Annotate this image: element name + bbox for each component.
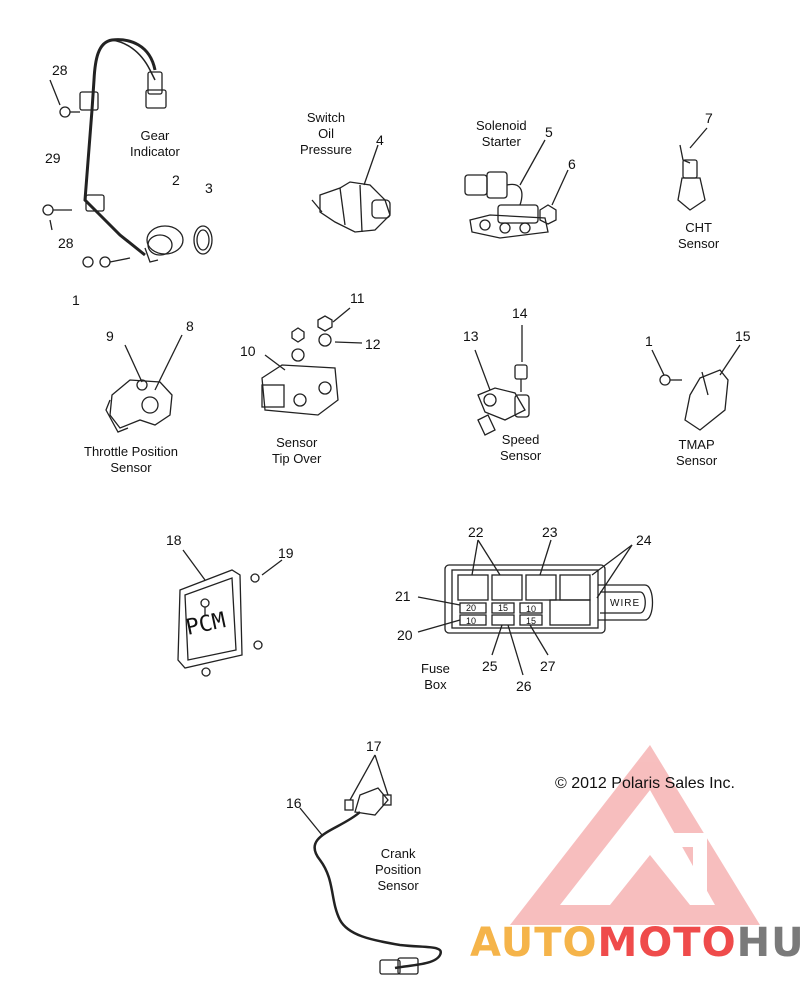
cht-sensor-drawing: [677, 127, 708, 211]
callout-20: 20: [397, 627, 413, 643]
pcm-marking: PCM: [183, 608, 228, 641]
callout-22: 22: [468, 524, 484, 540]
callout-27: 27: [540, 658, 556, 674]
callout-1-tmap: 1: [645, 333, 653, 349]
callout-28-top: 28: [52, 62, 68, 78]
callout-15: 15: [735, 328, 751, 344]
callout-23: 23: [542, 524, 558, 540]
oil-pressure-switch-drawing: [311, 144, 391, 233]
fuse-15b-mark: 15: [526, 616, 537, 626]
callout-25: 25: [482, 658, 498, 674]
callout-9: 9: [106, 328, 114, 344]
callout-5: 5: [545, 124, 553, 140]
callout-24: 24: [636, 532, 652, 548]
wire-mark: WIRE: [610, 598, 641, 609]
fuse-10b-mark: 10: [526, 604, 537, 614]
watermark-brand: AUTOMOTOHUB: [470, 920, 800, 966]
tmap-sensor-drawing: [651, 344, 741, 431]
speed-sensor-drawing: [474, 325, 530, 436]
starter-solenoid-drawing: [464, 139, 569, 239]
pcm-drawing: [177, 549, 283, 677]
callout-4: 4: [376, 132, 384, 148]
crank-position-sensor-drawing: [299, 754, 442, 975]
throttle-position-sensor-drawing: [105, 334, 183, 433]
callout-3: 3: [205, 180, 213, 196]
fuse-10-mark: 10: [466, 616, 477, 626]
callout-10: 10: [240, 343, 256, 359]
callout-8: 8: [186, 318, 194, 334]
callout-13: 13: [463, 328, 479, 344]
callout-17: 17: [366, 738, 382, 754]
callout-19: 19: [278, 545, 294, 561]
callout-11: 11: [350, 290, 365, 306]
tip-over-sensor-drawing: [261, 307, 363, 416]
fuse-box-drawing: [417, 539, 654, 676]
callout-18: 18: [166, 532, 182, 548]
callout-7: 7: [705, 110, 713, 126]
callout-6: 6: [568, 156, 576, 172]
callout-26: 26: [516, 678, 532, 694]
callout-2: 2: [172, 172, 180, 188]
callout-28-bottom: 28: [58, 235, 74, 251]
callout-14: 14: [512, 305, 528, 321]
callout-16: 16: [286, 795, 302, 811]
callout-12: 12: [365, 336, 381, 352]
callout-29: 29: [45, 150, 61, 166]
callout-21: 21: [395, 588, 411, 604]
fuse-15-mark: 15: [498, 603, 509, 613]
gear-indicator-drawing: [42, 38, 213, 268]
callout-1-gear: 1: [72, 292, 80, 308]
copyright-notice: © 2012 Polaris Sales Inc.: [555, 775, 735, 792]
fuse-20-mark: 20: [466, 603, 477, 613]
